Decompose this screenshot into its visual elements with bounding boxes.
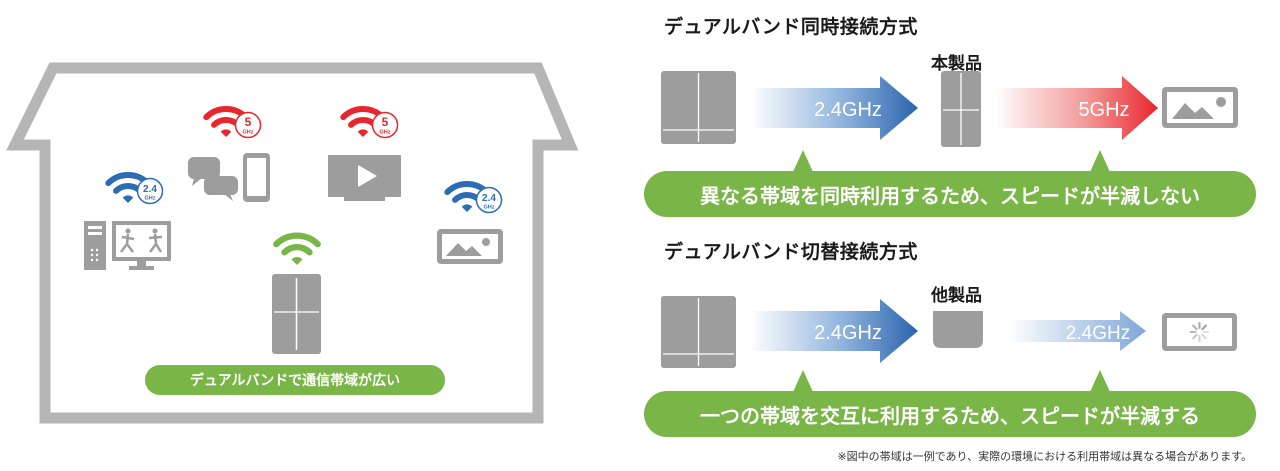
wifi-2-4ghz-pc-icon: 2.4GHz xyxy=(105,172,164,205)
wifi-5ghz-phone-icon-badge-unit: GHz xyxy=(243,130,254,136)
wifi-2-4ghz-pc-icon-badge-number: 2.4 xyxy=(143,184,157,195)
desktop-pc-icon xyxy=(84,221,171,270)
wifi-5ghz-tv-icon: 5GHz xyxy=(340,106,399,139)
arrow-label-2-4ghz-2: 2.4GHz xyxy=(814,322,882,344)
wifi-5ghz-phone-icon: 5GHz xyxy=(203,106,262,139)
arrow-2-4ghz-switching-2 xyxy=(1008,311,1146,351)
arrow-label-2-4ghz-3: 2.4GHz xyxy=(1066,323,1130,344)
arrow-label-5ghz: 5GHz xyxy=(1078,99,1129,121)
wifi-5ghz-tv-icon-badge-unit: GHz xyxy=(380,130,391,136)
simultaneous-caption-pill: 異なる帯域を同時利用するため、スピードが半減しない xyxy=(644,171,1256,217)
pill-pointer-right-1 xyxy=(1090,150,1110,172)
smartphone-icon xyxy=(243,153,270,202)
spinner-tick xyxy=(1192,324,1198,331)
other-product-icon xyxy=(933,311,983,348)
spinner-tick xyxy=(1201,324,1207,331)
wifi-5ghz-tv-icon-badge xyxy=(371,111,399,139)
arrow-label-2-4ghz-1: 2.4GHz xyxy=(814,99,882,121)
switching-caption-pill: 一つの帯域を交互に利用するため、スピードが半減する xyxy=(644,391,1256,437)
footnote: ※図中の帯域は一例であり、実際の環境における利用帯域は異なる場合があります。 xyxy=(837,450,1252,463)
arrow-2-4ghz-simultaneous xyxy=(750,76,918,140)
pill-pointer-left-2 xyxy=(793,370,813,392)
other-product-label: 他製品 xyxy=(931,286,982,306)
switching-caption-text: 一つの帯域を交互に利用するため、スピードが半減する xyxy=(700,403,1200,428)
wifi-5ghz-phone-icon-badge xyxy=(234,111,262,139)
tablet-destination-1 xyxy=(1162,87,1238,128)
switching-title: デュアルバンド切替接続方式 xyxy=(664,241,918,263)
tv-icon xyxy=(328,155,401,201)
router-source-1 xyxy=(661,71,736,144)
wifi-5ghz-tv-icon-badge-number: 5 xyxy=(382,115,389,129)
simultaneous-title: デュアルバンド同時接続方式 xyxy=(664,16,918,38)
tablet-loading-icon xyxy=(1162,313,1237,351)
spinner-tick xyxy=(1192,333,1198,340)
pill-pointer-right-2 xyxy=(1090,370,1110,392)
wifi-2-4ghz-pc-icon-badge-unit: GHz xyxy=(145,196,156,202)
wifi-router-icon xyxy=(273,232,321,265)
wifi-5ghz-phone-icon-badge-number: 5 xyxy=(245,115,252,129)
tablet-icon xyxy=(437,229,503,264)
arrow-5ghz-simultaneous xyxy=(995,76,1158,140)
product-router-icon xyxy=(941,71,981,147)
house-caption-pill: デュアルバンドで通信帯域が広い xyxy=(145,365,445,395)
simultaneous-caption-text: 異なる帯域を同時利用するため、スピードが半減しない xyxy=(700,183,1200,208)
wifi-2-4ghz-pc-icon-badge xyxy=(136,177,164,205)
router-icon xyxy=(272,274,321,354)
spinner-tick xyxy=(1201,333,1207,340)
chat-bubbles-icon xyxy=(188,157,238,201)
wifi-2-4ghz-tablet-icon-badge xyxy=(475,186,503,214)
pill-pointer-left-1 xyxy=(793,150,813,172)
wifi-2-4ghz-tablet-icon-badge-unit: GHz xyxy=(484,205,495,211)
house-outline xyxy=(6,62,579,424)
house-caption-text: デュアルバンドで通信帯域が広い xyxy=(189,373,401,389)
wifi-2-4ghz-tablet-icon-badge-number: 2.4 xyxy=(482,193,496,204)
product-label: 本製品 xyxy=(931,54,982,74)
arrow-2-4ghz-switching-1 xyxy=(750,299,918,363)
wifi-2-4ghz-tablet-icon: 2.4GHz xyxy=(444,181,503,214)
router-source-2 xyxy=(661,296,736,368)
